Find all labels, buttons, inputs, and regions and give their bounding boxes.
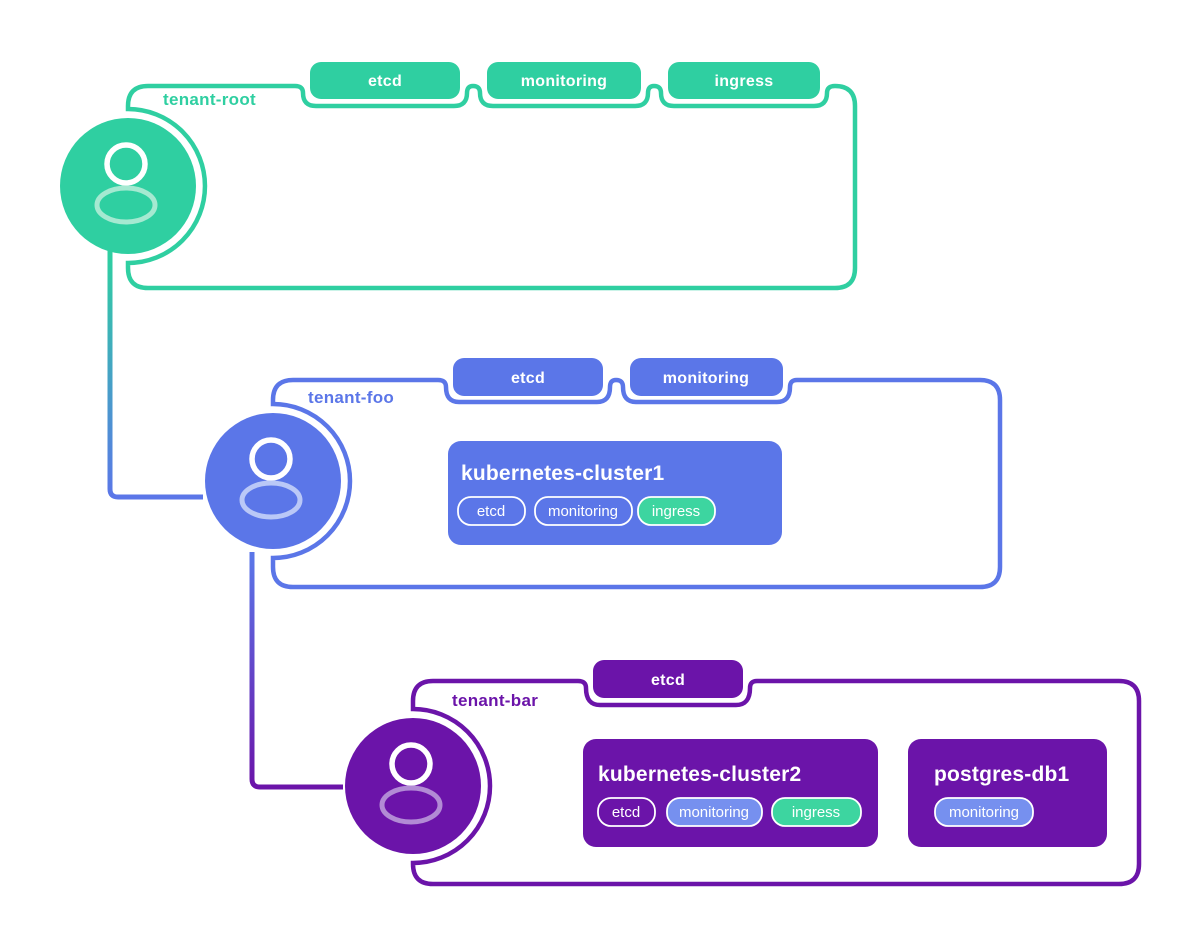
resource-pill-monitoring (666, 797, 763, 827)
resource-pill-monitoring-label: monitoring (548, 503, 618, 520)
person-icon-body (239, 480, 303, 520)
tenant-root-avatar (60, 118, 196, 254)
resource-pill-etcd (457, 496, 526, 526)
resource-title: kubernetes-cluster1 (461, 462, 665, 485)
tenant-foo-avatar (205, 413, 341, 549)
resource-title: kubernetes-cluster2 (598, 763, 801, 786)
resource-pill-etcd (597, 797, 656, 827)
resource-pill-monitoring (934, 797, 1034, 827)
resource-pill-ingress (637, 496, 716, 526)
tenant-root-pill-etcd (310, 62, 460, 99)
tenant-bar-group: etcd tenant-bar kubernetes-cluster2 etcd… (345, 660, 1142, 887)
resource-pill-ingress-label: ingress (652, 503, 700, 520)
tenant-foo-border (270, 377, 1003, 590)
tenant-foo-pill-monitoring-label: monitoring (663, 370, 750, 387)
resource-card-postgres-db1: postgres-db1 monitoring (908, 739, 1107, 847)
tenant-root-pill-etcd-label: etcd (368, 73, 402, 90)
tenant-root-group: etcd monitoring ingress tenant-root (60, 62, 858, 291)
tenant-root-pill-ingress-label: ingress (714, 73, 773, 90)
resource-card-bg (908, 739, 1107, 847)
tenant-bar-border (410, 678, 1142, 887)
resource-card-bg (583, 739, 878, 847)
person-icon-head (104, 142, 148, 186)
resource-pill-monitoring (534, 496, 633, 526)
resource-pill-ingress (771, 797, 862, 827)
tenant-foo-pill-etcd (453, 358, 603, 396)
tenant-foo-pill-etcd-label: etcd (511, 370, 545, 387)
person-icon-body (379, 785, 443, 825)
resource-pill-monitoring-label: monitoring (679, 804, 749, 821)
tenant-root-pill-monitoring-label: monitoring (521, 73, 608, 90)
tenant-bar-pill-etcd (593, 660, 743, 698)
tenant-bar-pill-etcd-label: etcd (651, 672, 685, 689)
resource-card-kubernetes-cluster1: kubernetes-cluster1 etcd monitoring ingr… (448, 441, 782, 545)
person-icon-head (389, 742, 433, 786)
resource-card-bg (448, 441, 782, 545)
tenant-bar-label: tenant-bar (452, 691, 538, 710)
tenant-foo-pill-monitoring (630, 358, 783, 396)
tenant-foo-group: etcd monitoring tenant-foo kubernetes-cl… (205, 358, 1003, 590)
resource-card-kubernetes-cluster2: kubernetes-cluster2 etcd monitoring ingr… (583, 739, 878, 847)
resource-pill-etcd-label: etcd (612, 804, 640, 821)
tenant-root-label: tenant-root (163, 90, 256, 109)
person-icon-head (249, 437, 293, 481)
tenant-root-border (125, 83, 858, 291)
resource-pill-ingress-label: ingress (792, 804, 840, 821)
resource-title: postgres-db1 (934, 763, 1070, 786)
resource-pill-monitoring-label: monitoring (949, 804, 1019, 821)
tenant-root-pill-ingress (668, 62, 820, 99)
tenant-foo-label: tenant-foo (308, 388, 394, 407)
resource-pill-etcd-label: etcd (477, 503, 505, 520)
tenant-root-pill-monitoring (487, 62, 641, 99)
connector-root-to-foo (107, 250, 203, 500)
tenant-bar-avatar (345, 718, 481, 854)
connector-foo-to-bar (249, 552, 343, 790)
person-icon-body (94, 185, 158, 225)
